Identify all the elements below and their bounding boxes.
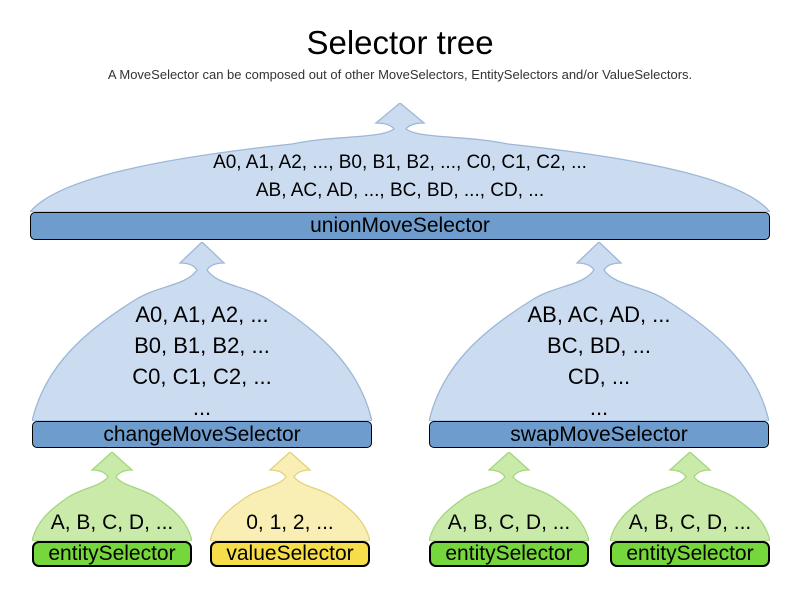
funnel-up-arrow-icon [429,452,589,541]
entity-selector-bar: entitySelector [32,541,192,567]
funnel-up-arrow-icon [30,103,770,212]
items-line: A, B, C, D, ... [447,511,571,534]
items-line: A, B, C, D, ... [50,511,174,534]
items-line: 0, 1, 2, ... [246,511,334,534]
funnel-up-arrow-icon [610,452,770,541]
node-items-text: A, B, C, D, ... [32,510,192,536]
node-union-move-selector: A0, A1, A2, ..., B0, B1, B2, ..., C0, C1… [30,103,770,240]
entity-selector-bar: entitySelector [429,541,589,567]
node-items-text: A, B, C, D, ... [429,510,589,536]
node-change-move-selector: A0, A1, A2, ... B0, B1, B2, ... C0, C1, … [32,242,372,448]
node-items-text: 0, 1, 2, ... [210,510,370,536]
node-items-text: AB, AC, AD, ... BC, BD, ... CD, ... ... [429,299,769,423]
items-line: B0, B1, B2, ... [134,333,270,358]
items-line: BC, BD, ... [547,333,651,358]
items-line: A0, A1, A2, ..., B0, B1, B2, ..., C0, C1… [213,152,587,173]
funnel-up-arrow-icon [210,452,370,541]
swap-move-selector-bar: swapMoveSelector [429,421,769,448]
value-selector-bar: valueSelector [210,541,370,567]
items-line: A0, A1, A2, ... [135,302,269,327]
node-items-text: A, B, C, D, ... [610,510,770,536]
items-line: CD, ... [567,364,631,389]
node-swap-move-selector: AB, AC, AD, ... BC, BD, ... CD, ... ... … [429,242,769,448]
items-line: A, B, C, D, ... [628,511,752,534]
funnel-up-arrow-icon [32,242,372,421]
funnel-up-arrow-icon [429,242,769,421]
items-line: ... [589,395,609,420]
change-move-selector-bar: changeMoveSelector [32,421,372,448]
node-items-text: A0, A1, A2, ..., B0, B1, B2, ..., C0, C1… [30,149,770,205]
node-entity-selector-3: A, B, C, D, ... entitySelector [610,452,770,567]
items-line: C0, C1, C2, ... [132,364,272,389]
entity-selector-bar: entitySelector [610,541,770,567]
node-entity-selector-2: A, B, C, D, ... entitySelector [429,452,589,567]
node-value-selector: 0, 1, 2, ... valueSelector [210,452,370,567]
page-subtitle: A MoveSelector can be composed out of ot… [107,67,693,82]
node-items-text: A0, A1, A2, ... B0, B1, B2, ... C0, C1, … [32,299,372,423]
node-entity-selector-1: A, B, C, D, ... entitySelector [32,452,192,567]
funnel-up-arrow-icon [32,452,192,541]
items-line: ... [192,395,212,420]
union-move-selector-bar: unionMoveSelector [30,212,770,240]
items-line: AB, AC, AD, ... [527,302,671,327]
page-title: Selector tree [306,24,494,61]
items-line: AB, AC, AD, ..., BC, BD, ..., CD, ... [255,180,545,201]
